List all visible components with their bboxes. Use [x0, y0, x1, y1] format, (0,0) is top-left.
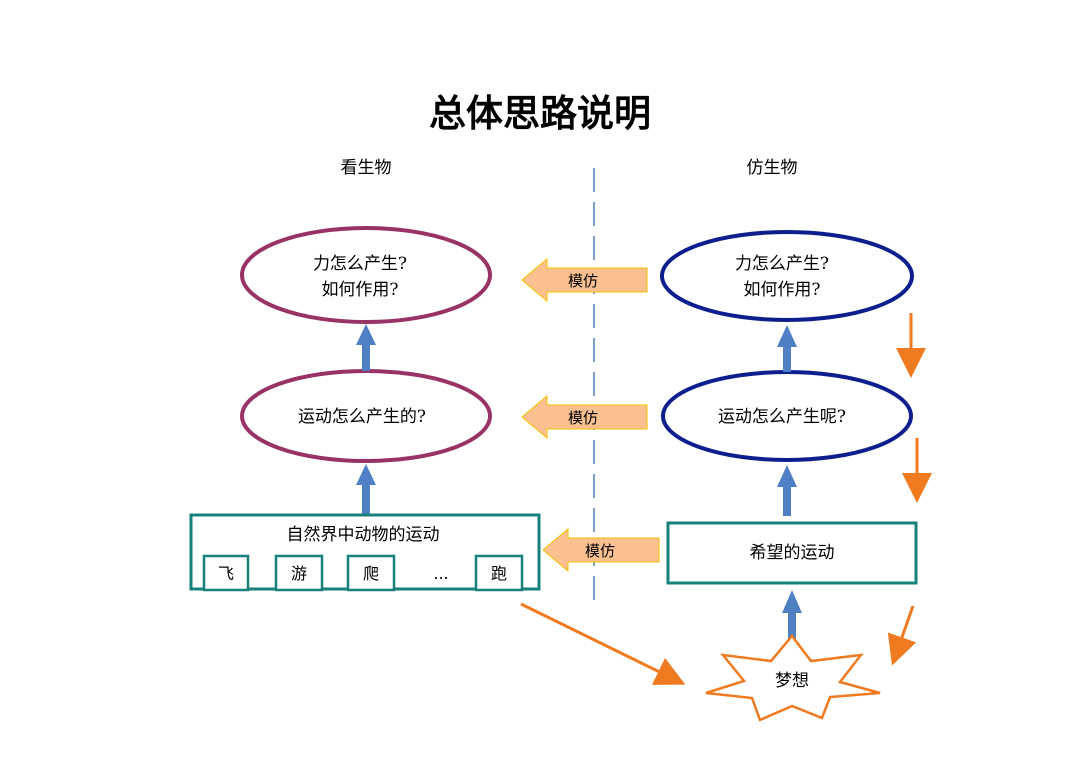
right-up-arrow-top [777, 325, 797, 372]
item-crawl-label: 爬 [363, 564, 379, 583]
right-motion-label: 运动怎么产生呢? [718, 407, 846, 427]
imitate-label-middle: 模仿 [568, 409, 598, 427]
nature-box-label: 自然界中动物的运动 [287, 525, 440, 545]
item-run [474, 554, 524, 592]
right-force-line1: 力怎么产生? [735, 254, 829, 274]
item-ellipsis: ... [433, 564, 448, 583]
orange-arrow-4 [520, 602, 686, 685]
item-fly-label: 飞 [218, 564, 234, 583]
left-up-arrow-bottom [356, 464, 376, 514]
page-title: 总体思路说明 [429, 92, 651, 135]
dream-label: 梦想 [775, 671, 809, 691]
item-swim [274, 554, 324, 592]
right-force-ellipse [660, 230, 914, 322]
imitate-arrow-middle: 模仿 [521, 394, 648, 440]
left-up-arrow-top [356, 324, 376, 371]
left-force-line1: 力怎么产生? [313, 254, 407, 274]
wish-box-label: 希望的运动 [750, 543, 835, 563]
left-column-heading: 看生物 [341, 158, 392, 178]
wish-box [666, 521, 918, 585]
dream-star [705, 633, 881, 722]
item-fly [202, 554, 250, 592]
imitate-label-top: 模仿 [568, 272, 598, 290]
item-swim-label: 游 [291, 564, 307, 583]
orange-arrow-3 [887, 605, 917, 666]
right-column-heading: 仿生物 [747, 158, 798, 178]
right-up-arrow-middle [777, 465, 797, 516]
left-force-line2: 如何作用? [321, 280, 398, 300]
imitate-arrow-top: 模仿 [521, 257, 648, 303]
right-up-arrow-bottom [782, 590, 802, 640]
item-crawl [346, 554, 396, 592]
right-force-line2: 如何作用? [743, 280, 820, 300]
item-run-label: 跑 [491, 564, 507, 583]
imitate-label-bottom: 模仿 [585, 542, 615, 560]
left-motion-label: 运动怎么产生的? [298, 407, 426, 427]
left-force-ellipse [240, 226, 492, 324]
imitate-arrow-bottom: 模仿 [542, 527, 660, 573]
